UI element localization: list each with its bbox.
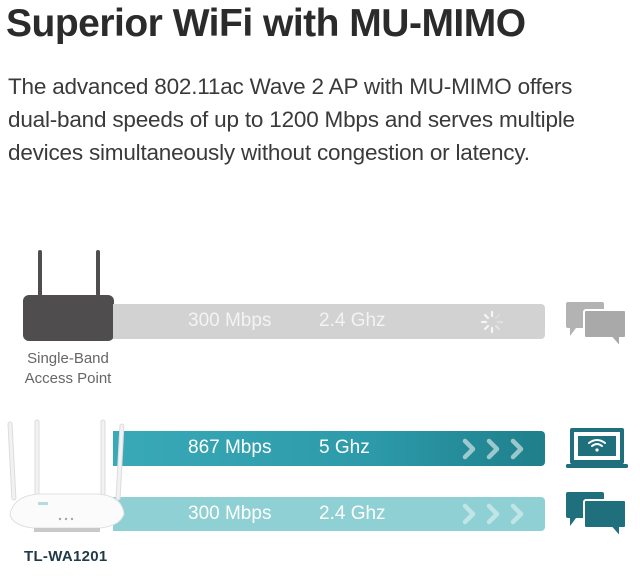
speed-label: 300 Mbps bbox=[188, 310, 272, 331]
antenna-icon bbox=[96, 250, 100, 296]
chat-bubbles-icon bbox=[566, 302, 627, 350]
router-tl-wa1201-icon bbox=[7, 419, 125, 532]
speed-label: 300 Mbps bbox=[188, 503, 272, 524]
single-band-24ghz-bar: 300 Mbps 2.4 Ghz bbox=[113, 304, 545, 339]
description-line: The advanced 802.11ac Wave 2 AP with MU-… bbox=[8, 74, 573, 99]
laptop-wifi-icon bbox=[566, 428, 628, 468]
label-line: Access Point bbox=[24, 370, 112, 387]
loading-spinner-icon bbox=[480, 310, 504, 334]
description-line: devices simultaneously without congestio… bbox=[8, 140, 530, 165]
chat-bubbles-icon bbox=[566, 492, 627, 540]
speed-label: 867 Mbps bbox=[188, 437, 272, 458]
dual-band-5ghz-bar: 867 Mbps 5 Ghz bbox=[113, 431, 545, 466]
band-label: 2.4 Ghz bbox=[319, 503, 386, 524]
antenna-icon bbox=[38, 250, 42, 296]
page-title: Superior WiFi with MU-MIMO bbox=[6, 2, 526, 45]
description-line: dual-band speeds of up to 1200 Mbps and … bbox=[8, 107, 575, 132]
single-band-ap-label: Single-Band Access Point bbox=[8, 349, 128, 389]
access-point-body bbox=[23, 295, 114, 341]
dual-band-24ghz-bar: 300 Mbps 2.4 Ghz bbox=[113, 497, 545, 531]
label-line: Single-Band bbox=[27, 350, 109, 367]
chevrons-right-icon bbox=[462, 438, 524, 460]
chevrons-right-icon bbox=[462, 503, 524, 525]
band-label: 2.4 Ghz bbox=[319, 310, 386, 331]
model-label: TL-WA1201 bbox=[24, 548, 108, 565]
description: The advanced 802.11ac Wave 2 AP with MU-… bbox=[8, 70, 638, 169]
band-label: 5 Ghz bbox=[319, 437, 370, 458]
